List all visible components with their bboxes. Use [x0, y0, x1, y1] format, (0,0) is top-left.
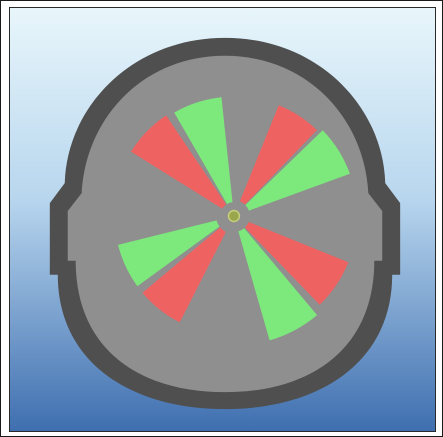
diagram [10, 8, 435, 431]
canvas [9, 7, 436, 432]
